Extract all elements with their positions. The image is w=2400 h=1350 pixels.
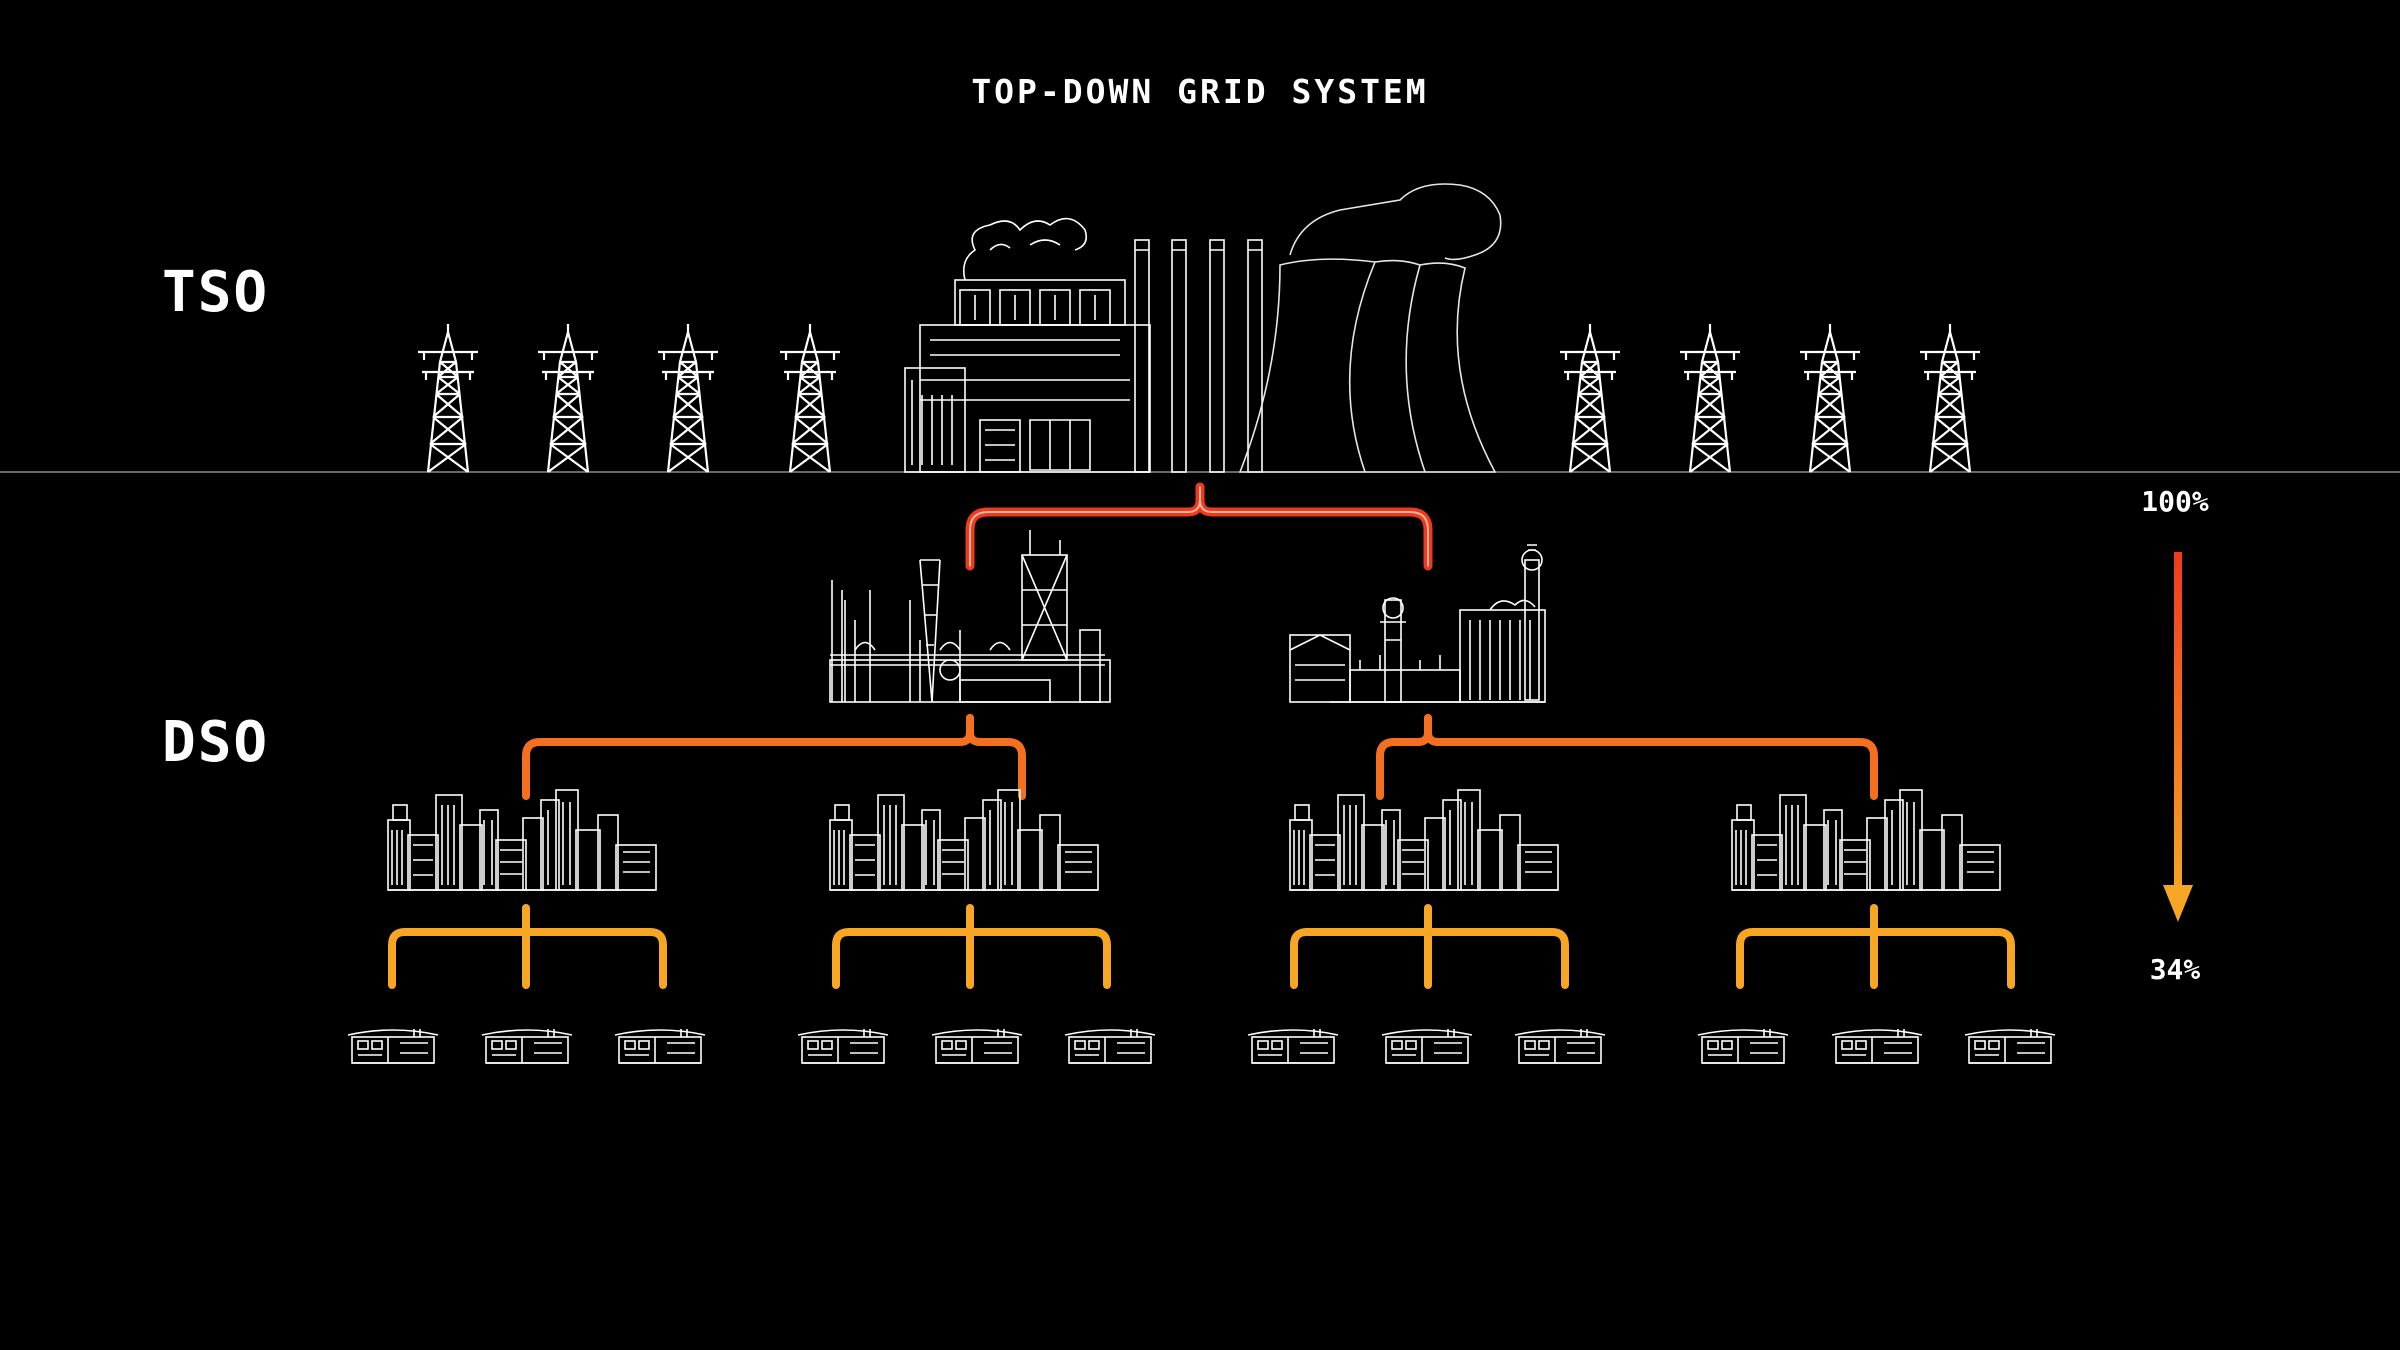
tier2-connector-left	[522, 714, 1026, 800]
building-icon	[1064, 1028, 1156, 1064]
power-plant-icon	[904, 217, 1263, 473]
pylon-icon	[1558, 322, 1622, 474]
pylon-icon	[1918, 322, 1982, 474]
building-icon	[931, 1028, 1023, 1064]
pylon-icon	[416, 322, 480, 474]
scale-top-label: 100%	[2141, 485, 2209, 518]
scale-arrow	[2163, 552, 2193, 922]
building-icon	[481, 1028, 573, 1064]
tier2-connector-right	[1376, 714, 1878, 800]
industrial-plant-icon	[1289, 544, 1546, 703]
building-icon	[347, 1028, 439, 1064]
city-icon	[1289, 789, 1559, 891]
pylon-icon	[536, 322, 600, 474]
pylon-icon	[778, 322, 842, 474]
scale-bottom-label: 34%	[2149, 953, 2201, 986]
building-icon	[1831, 1028, 1923, 1064]
building-icon	[1247, 1028, 1339, 1064]
city-icon	[829, 789, 1099, 891]
building-icon	[1514, 1028, 1606, 1064]
building-icon	[797, 1028, 889, 1064]
cooling-tower-icon	[1238, 183, 1502, 473]
pylon-icon	[1678, 322, 1742, 474]
dso-label: DSO	[162, 710, 270, 775]
city-icon	[387, 789, 657, 891]
pylon-icon	[1798, 322, 1862, 474]
building-icon	[614, 1028, 706, 1064]
tso-label: TSO	[162, 260, 270, 325]
diagram-title: TOP-DOWN GRID SYSTEM	[971, 72, 1429, 111]
pylon-icon	[656, 322, 720, 474]
city-icon	[1731, 789, 2001, 891]
substation-icon	[829, 530, 1111, 703]
tier1-connector-inner	[969, 486, 1429, 567]
building-icon	[1964, 1028, 2056, 1064]
building-icon	[1697, 1028, 1789, 1064]
tier3-connector	[388, 904, 2015, 989]
building-icon	[1381, 1028, 1473, 1064]
